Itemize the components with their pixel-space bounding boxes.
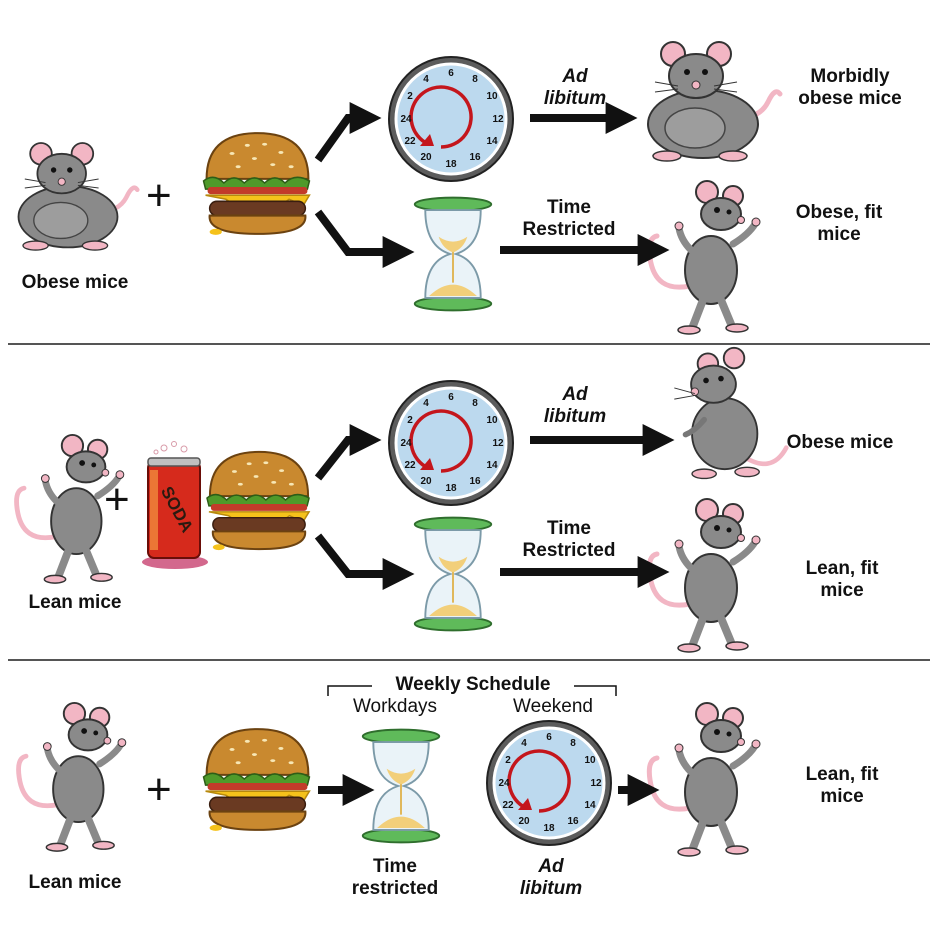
hourglass-icon [413, 196, 493, 312]
burger-icon [202, 728, 311, 832]
mouse-icon [674, 348, 786, 479]
clock-icon [387, 55, 515, 183]
arrow-icon [314, 424, 675, 590]
start-label: Obese mice [21, 272, 129, 293]
schedule-bracket [327, 685, 617, 696]
clock-icon [387, 379, 515, 507]
mouse-icon [648, 42, 780, 161]
burger-icon [205, 450, 311, 552]
mouse-icon [19, 703, 126, 851]
plus-sign: + [104, 475, 130, 524]
start-label: Lean mice [28, 592, 122, 613]
plus-sign: + [146, 765, 172, 814]
arrow-icon [314, 102, 670, 268]
clock-icon [485, 719, 613, 847]
mouse-icon [649, 499, 760, 652]
mouse-icon [649, 703, 760, 856]
burger-icon [202, 132, 311, 236]
schedule-title: Weekly Schedule [395, 674, 551, 695]
mouse-icon [649, 181, 760, 334]
plus-sign: + [146, 171, 172, 220]
workdays-label: Workdays [352, 696, 438, 717]
weekend-label: Weekend [513, 696, 593, 717]
mouse-icon [19, 143, 138, 250]
hourglass-icon [361, 728, 441, 844]
result-label: Obese mice [786, 432, 894, 453]
start-label: Lean mice [28, 872, 122, 893]
hourglass-icon [413, 516, 493, 632]
